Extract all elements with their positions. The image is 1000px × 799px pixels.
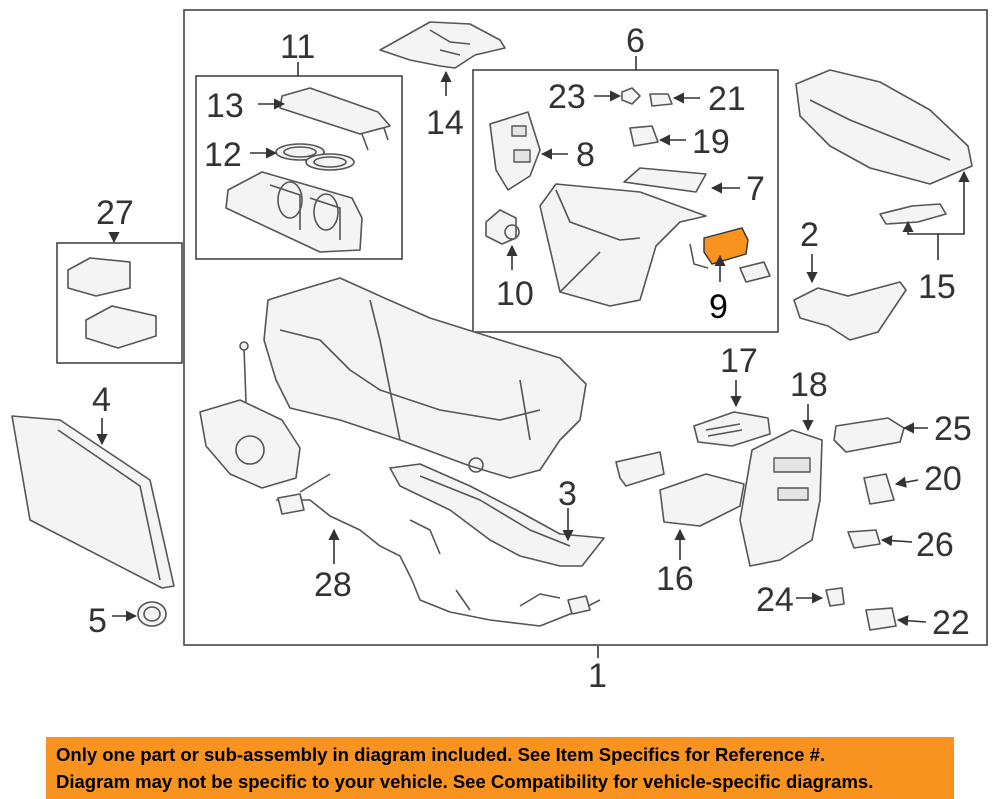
part-27-shape bbox=[67, 257, 157, 349]
group-11-box bbox=[195, 75, 403, 260]
disclaimer-line-1: Only one part or sub-assembly in diagram… bbox=[56, 744, 826, 765]
label-7: 7 bbox=[746, 170, 765, 208]
armrest-shape bbox=[795, 69, 973, 185]
part-3-shape bbox=[389, 463, 605, 567]
label-15: 15 bbox=[918, 268, 956, 306]
label-21: 21 bbox=[708, 80, 746, 118]
label-3: 3 bbox=[558, 475, 577, 513]
label-6: 6 bbox=[626, 22, 645, 60]
part-2-shape bbox=[793, 281, 907, 341]
storage-bin-shape bbox=[539, 183, 707, 307]
part-7-shape bbox=[623, 167, 707, 193]
part-14-shape bbox=[379, 21, 506, 69]
label-8: 8 bbox=[576, 136, 595, 174]
disclaimer-line-2: Diagram may not be specific to your vehi… bbox=[56, 771, 874, 792]
part-22-shape bbox=[865, 607, 897, 631]
label-23: 23 bbox=[548, 78, 586, 116]
part-5-shape bbox=[137, 601, 167, 627]
disclaimer-banner: Only one part or sub-assembly in diagram… bbox=[46, 737, 954, 799]
label-2: 2 bbox=[800, 216, 819, 254]
label-11: 11 bbox=[280, 28, 315, 66]
label-24: 24 bbox=[756, 581, 794, 619]
part-12-shape bbox=[275, 143, 355, 171]
label-27: 27 bbox=[96, 194, 134, 232]
part-21-shape bbox=[649, 93, 673, 107]
part-10-shape bbox=[485, 209, 520, 245]
shifter-shape bbox=[199, 341, 301, 489]
part-20-shape bbox=[863, 473, 895, 505]
console-body-shape bbox=[263, 277, 587, 479]
part-15-bracket-shape bbox=[879, 203, 947, 225]
part-18-shape bbox=[739, 429, 823, 567]
part-9-highlighted bbox=[689, 227, 771, 283]
part-19-shape bbox=[629, 125, 659, 147]
label-18: 18 bbox=[790, 366, 828, 404]
part-25-shape bbox=[833, 417, 905, 453]
part-26-shape bbox=[847, 529, 881, 549]
part-13-shape bbox=[279, 87, 391, 151]
parts-diagram: 1 2 3 4 5 6 7 8 9 10 11 12 13 14 15 16 1… bbox=[11, 9, 988, 695]
label-16: 16 bbox=[656, 560, 694, 598]
leader-arrows bbox=[96, 56, 970, 658]
main-assembly-frame bbox=[183, 9, 988, 646]
part-24-shape bbox=[825, 587, 845, 607]
label-26: 26 bbox=[916, 526, 954, 564]
label-22: 22 bbox=[932, 604, 970, 642]
part-28-shape bbox=[276, 473, 601, 627]
part-4-shape bbox=[11, 415, 175, 589]
label-20: 20 bbox=[924, 460, 962, 498]
part-23-shape bbox=[621, 87, 641, 105]
bracket-shape bbox=[615, 451, 665, 487]
group-6-box bbox=[472, 69, 779, 333]
label-10: 10 bbox=[496, 275, 534, 313]
label-14: 14 bbox=[426, 104, 464, 142]
label-13: 13 bbox=[206, 87, 244, 125]
part-16-shape bbox=[659, 473, 745, 527]
label-5: 5 bbox=[88, 602, 107, 640]
label-1: 1 bbox=[588, 657, 607, 695]
cup-holder-tray-shape bbox=[225, 171, 363, 253]
label-25: 25 bbox=[934, 410, 972, 448]
label-4: 4 bbox=[92, 381, 111, 419]
label-19: 19 bbox=[692, 123, 730, 161]
label-9-highlighted: 9 bbox=[709, 288, 728, 326]
label-12: 12 bbox=[204, 136, 242, 174]
label-17: 17 bbox=[720, 342, 758, 380]
part-8-shape bbox=[489, 111, 541, 191]
part-17-shape bbox=[693, 411, 771, 447]
label-28: 28 bbox=[314, 566, 352, 604]
